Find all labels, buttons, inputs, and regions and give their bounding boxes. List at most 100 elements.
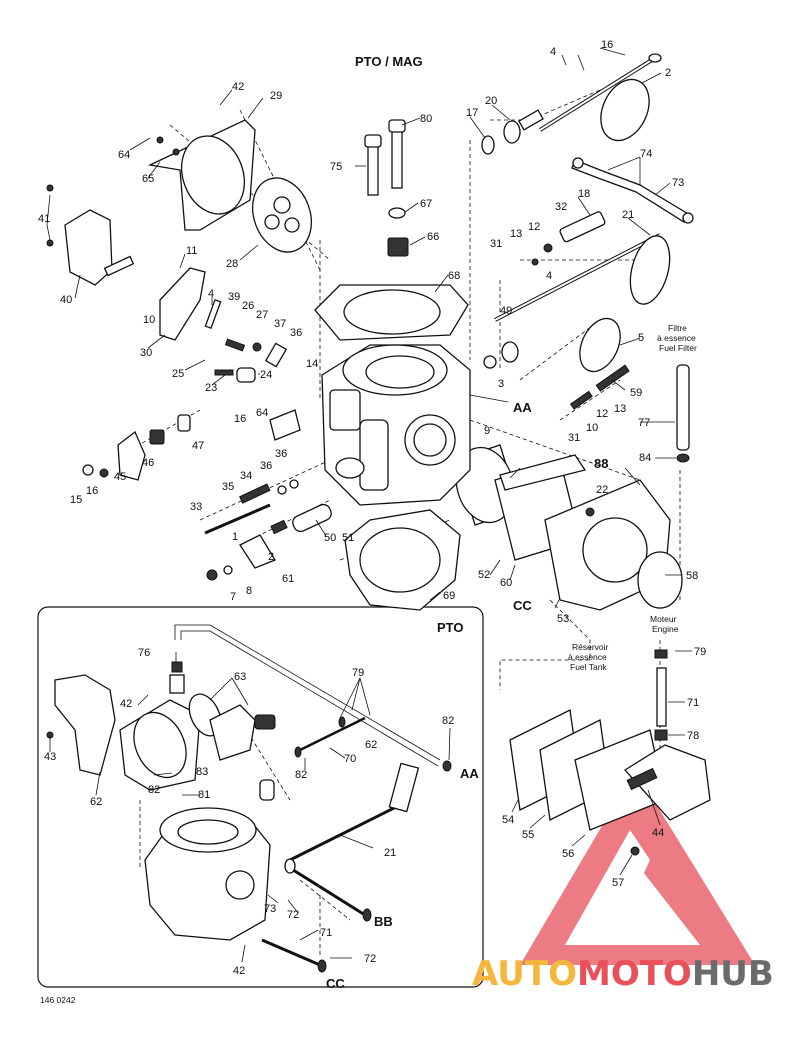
part-label: 31 [490,238,502,250]
note-line: Fuel Tank [570,662,607,672]
callout-bb: 88 [594,456,608,471]
part-label: 28 [226,258,238,270]
part-label: 10 [143,314,155,326]
part-label: 44 [652,827,664,839]
part-label: 20 [485,95,497,107]
part-label: 82 [442,715,454,727]
part-label: 63 [234,671,246,683]
part-label: 52 [478,569,490,581]
part-label: 43 [44,751,56,763]
part-label: 76 [138,647,150,659]
part-label: 46 [142,457,154,469]
section-callouts: AA 88 CC AA BB CC [326,400,608,991]
part-label: 77 [638,417,650,429]
callout-bb-inset: BB [374,914,393,929]
watermark-logo [520,770,755,965]
part-label: 59 [630,387,642,399]
part-label: 79 [694,646,706,658]
part-label: 9 [484,425,490,437]
fuel-tank-note: Réservoir à essence Fuel Tank [568,642,609,672]
part-label: 40 [60,294,72,306]
part-label: 45 [114,471,126,483]
part-label: 13 [614,403,626,415]
part-label: 12 [528,221,540,233]
inset-title: PTO [437,620,464,635]
parts-drawing [46,53,711,973]
pto-inset-frame [37,606,484,988]
part-label: 79 [352,667,364,679]
part-label: 72 [364,953,376,965]
part-label: 27 [256,309,268,321]
part-label: 67 [420,198,432,210]
part-label: 42 [233,965,245,977]
part-label: 41 [38,213,50,225]
note-line: Engine [652,624,679,634]
part-label: 1 [232,531,238,543]
callout-aa: AA [513,400,532,415]
note-line: Réservoir [572,642,609,652]
note-line: Filtre [668,323,687,333]
part-label: 21 [384,847,396,859]
part-label: 8 [246,585,252,597]
part-label: 62 [90,796,102,808]
part-label: 66 [427,231,439,243]
watermark-text: AUTOMOTOHUB [472,954,774,994]
part-label: 64 [256,407,268,419]
note-line: à essence [657,333,696,343]
note-line: à essence [568,652,607,662]
part-label: 42 [232,81,244,93]
part-label: 24 [260,369,272,381]
part-label: 32 [555,201,567,213]
part-label: 70 [344,753,356,765]
part-label: 12 [596,408,608,420]
part-label: 54 [502,814,514,826]
part-label: 2 [268,551,274,563]
part-label: 35 [222,481,234,493]
part-label: 18 [578,188,590,200]
note-line: Moteur [650,614,677,624]
note-line: Fuel Filter [659,343,697,353]
callout-aa-inset: AA [460,766,479,781]
part-label: 14 [306,358,318,370]
part-label: 17 [466,107,478,119]
part-label: 5 [638,332,644,344]
part-label: 64 [118,149,130,161]
part-label: 47 [192,440,204,452]
part-label: 4 [550,46,556,58]
part-label: 4 [546,270,552,282]
part-label: 82 [295,769,307,781]
part-label: 2 [665,67,671,79]
part-label: 16 [601,39,613,51]
part-label: 49 [500,305,512,317]
part-label: 58 [686,570,698,582]
part-label: 78 [687,730,699,742]
watermark-auto: AUTO [472,954,577,994]
part-label: 23 [205,382,217,394]
part-label: 73 [672,177,684,189]
part-label: 75 [330,161,342,173]
part-label: 82 [148,784,160,796]
callout-cc: CC [513,598,532,613]
part-label: 25 [172,368,184,380]
part-label: 73 [264,903,276,915]
callout-cc-inset: CC [326,976,345,991]
part-label: 65 [142,173,154,185]
part-label: 3 [498,378,504,390]
leader-lines [46,47,692,963]
engine-note: Moteur Engine [650,614,679,634]
page-title: PTO / MAG [355,54,423,69]
part-label: 39 [228,291,240,303]
part-label: 11 [186,245,197,257]
part-label: 53 [557,613,569,625]
part-label: 36 [260,460,272,472]
part-label: 71 [687,697,699,709]
part-label: 7 [230,591,236,603]
part-number-labels: 16 4 2 20 17 74 73 18 32 21 13 12 31 4 4… [38,39,706,977]
part-label: 37 [274,318,286,330]
part-label: 69 [443,590,455,602]
part-label: 50 [324,532,336,544]
part-label: 51 [342,532,354,544]
watermark-hub: HUB [692,954,774,994]
part-label: 56 [562,848,574,860]
